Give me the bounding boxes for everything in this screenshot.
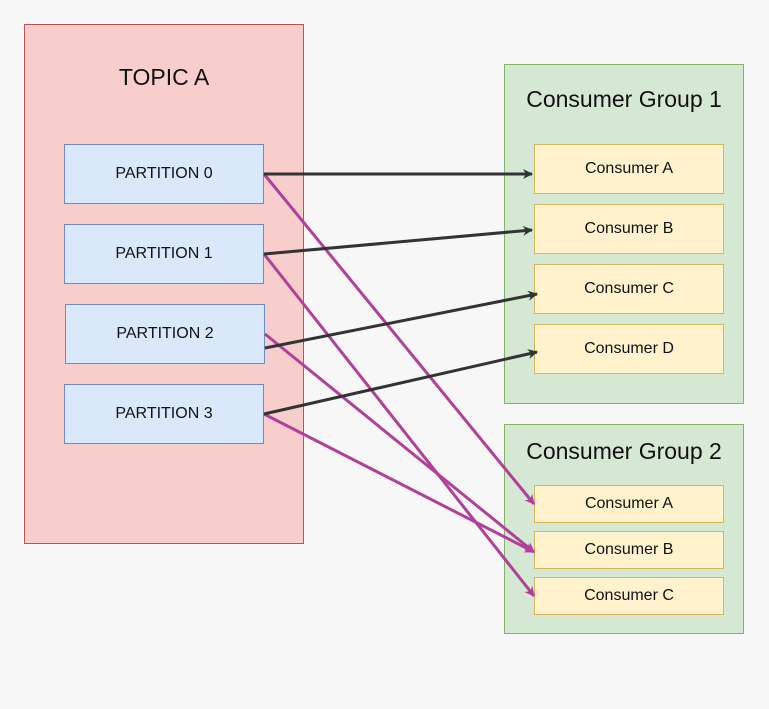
partition-2: PARTITION 2 — [65, 304, 265, 364]
partition-1: PARTITION 1 — [64, 224, 264, 284]
arrow-p0-to-g2-consumer-a — [262, 173, 536, 505]
topic-title: TOPIC A — [118, 64, 210, 90]
topic-container — [24, 24, 304, 544]
arrow-p3-to-g1-consumer-d — [263, 349, 538, 416]
consumer-group-2-title: Consumer Group 2 — [526, 438, 722, 464]
group2-consumer-a: Consumer A — [534, 485, 724, 523]
partition-3: PARTITION 3 — [64, 384, 264, 444]
arrow-p3-to-g2-consumer-b — [263, 412, 535, 554]
arrow-p1-to-g1-consumer-b — [263, 225, 533, 256]
arrow-p2-to-g1-consumer-c — [264, 290, 538, 350]
group2-consumer-c: Consumer C — [534, 577, 724, 615]
partition-0: PARTITION 0 — [64, 144, 264, 204]
group1-consumer-a: Consumer A — [534, 144, 724, 194]
consumer-group-1-title: Consumer Group 1 — [526, 86, 722, 112]
group1-consumer-c: Consumer C — [534, 264, 724, 314]
group2-consumer-b: Consumer B — [534, 531, 724, 569]
group1-consumer-d: Consumer D — [534, 324, 724, 374]
arrow-p2-to-g2-consumer-b — [264, 332, 535, 554]
group1-consumer-b: Consumer B — [534, 204, 724, 254]
arrow-p1-to-g2-consumer-c — [262, 253, 536, 597]
